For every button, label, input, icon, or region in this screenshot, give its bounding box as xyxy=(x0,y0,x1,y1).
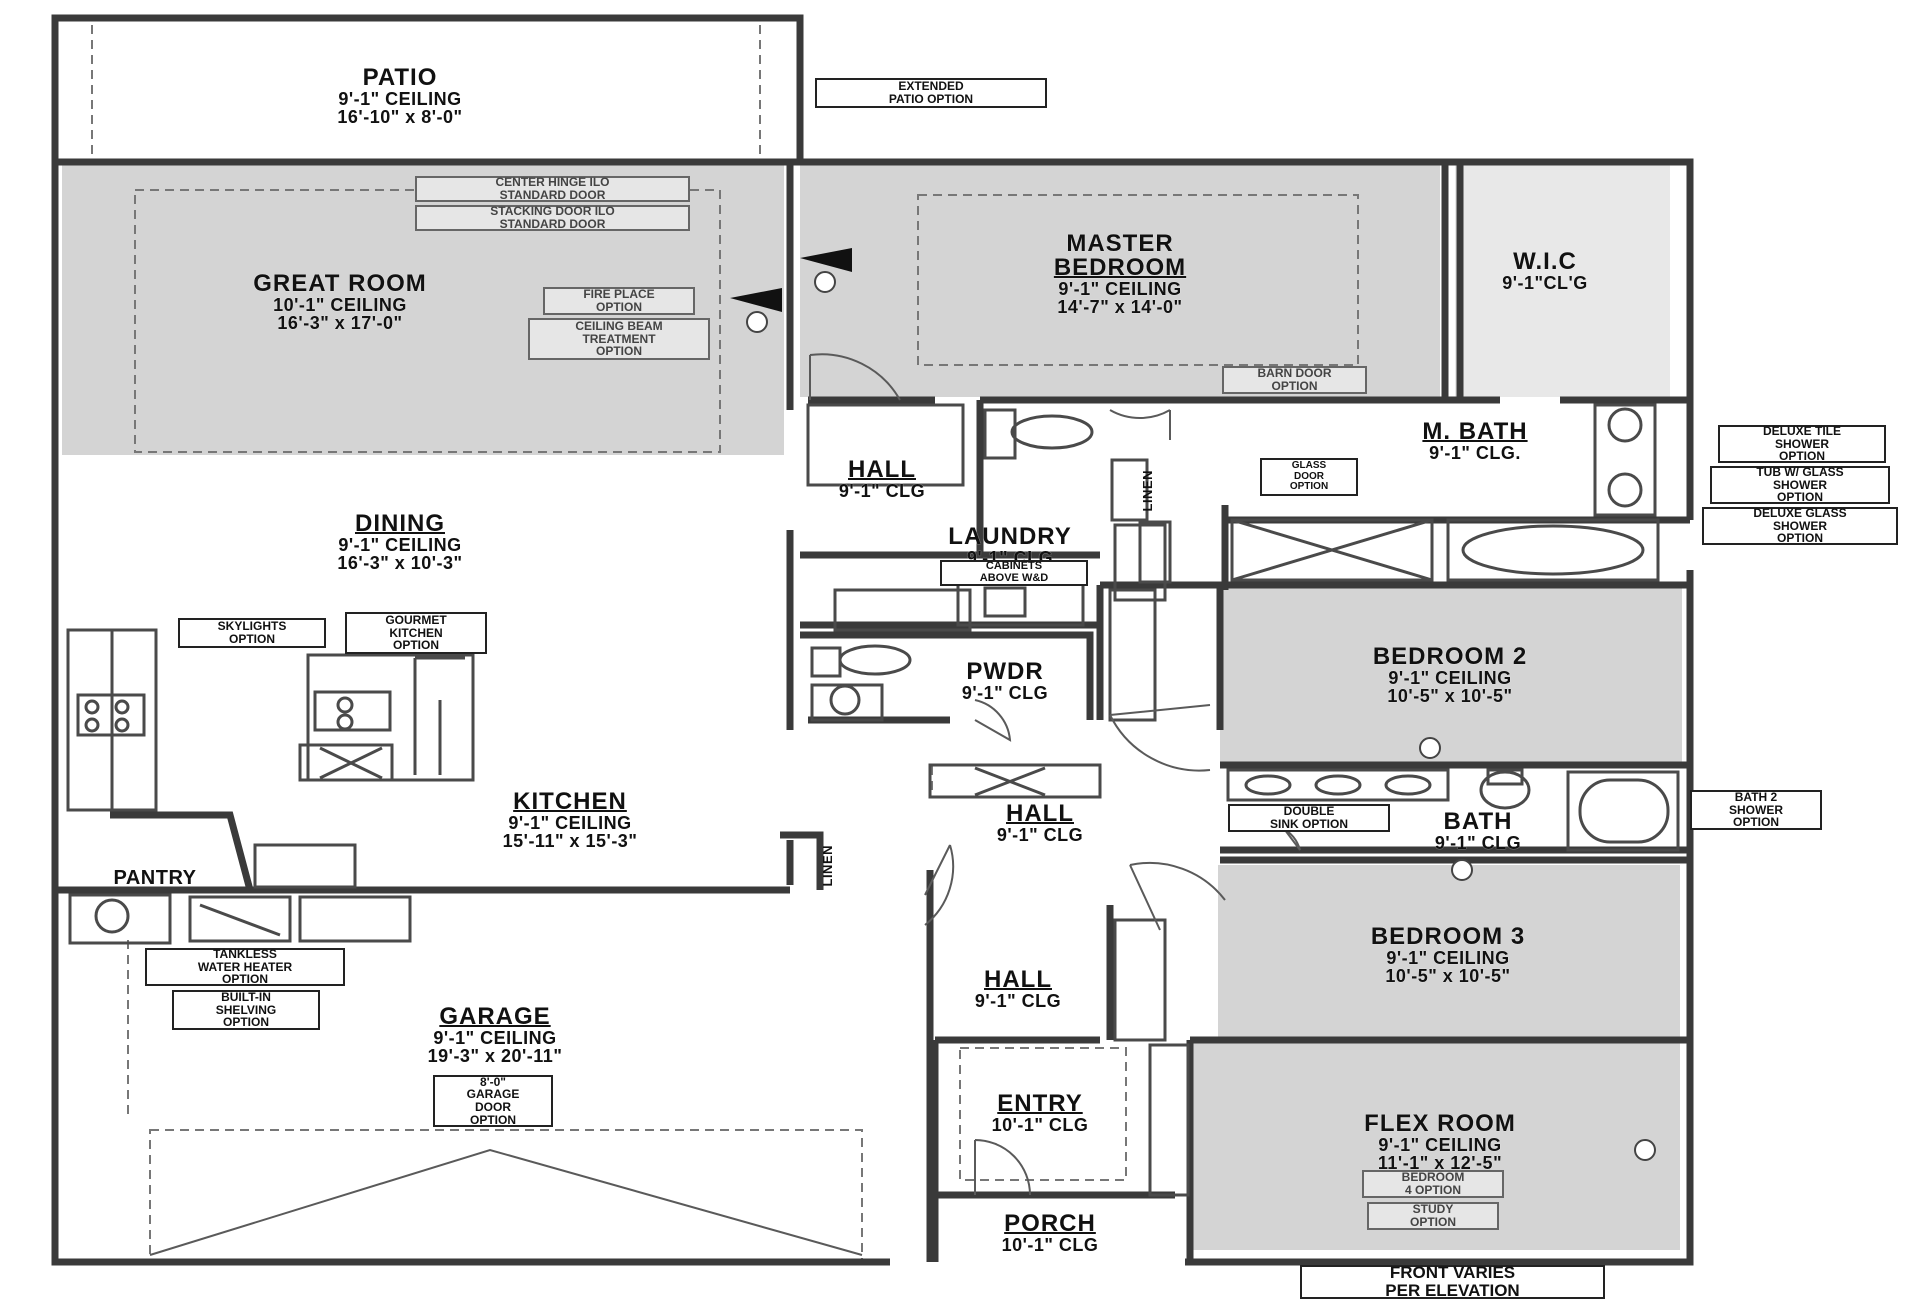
deluxe-glass-shower-option[interactable]: DELUXE GLASS SHOWER OPTION xyxy=(1702,507,1898,545)
fixtures xyxy=(66,403,1680,1197)
bedroom-4-option[interactable]: BEDROOM 4 OPTION xyxy=(1362,1170,1504,1198)
bath-2-shower-option[interactable]: BATH 2 SHOWER OPTION xyxy=(1690,790,1822,830)
stacking-door-option[interactable]: STACKING DOOR ILO STANDARD DOOR xyxy=(415,205,690,231)
walls xyxy=(51,14,1694,1266)
ceiling-dots xyxy=(746,271,1656,1161)
extended-patio-option[interactable]: EXTENDED PATIO OPTION xyxy=(815,78,1047,108)
barn-door-option[interactable]: BARN DOOR OPTION xyxy=(1222,366,1367,394)
fireplace-markers xyxy=(730,248,852,312)
garage-door-option[interactable]: 8'-0" GARAGE DOOR OPTION xyxy=(433,1075,553,1127)
front-varies-note: FRONT VARIES PER ELEVATION xyxy=(1300,1264,1605,1299)
fire-place-option[interactable]: FIRE PLACE OPTION xyxy=(543,287,695,315)
skylights-option[interactable]: SKYLIGHTS OPTION xyxy=(178,618,326,648)
tub-glass-shower-option[interactable]: TUB W/ GLASS SHOWER OPTION xyxy=(1710,466,1890,504)
study-option[interactable]: STUDY OPTION xyxy=(1367,1202,1499,1230)
cabinets-above-wd-option[interactable]: CABINETS ABOVE W&D xyxy=(940,560,1088,586)
built-in-shelving-option[interactable]: BUILT-IN SHELVING OPTION xyxy=(172,990,320,1030)
tankless-water-heater-option[interactable]: TANKLESS WATER HEATER OPTION xyxy=(145,948,345,986)
glass-door-option[interactable]: GLASS DOOR OPTION xyxy=(1260,458,1358,496)
deluxe-tile-shower-option[interactable]: DELUXE TILE SHOWER OPTION xyxy=(1718,425,1886,463)
door-swings xyxy=(149,353,1301,1256)
double-sink-option[interactable]: DOUBLE SINK OPTION xyxy=(1228,804,1390,832)
gourmet-kitchen-option[interactable]: GOURMET KITCHEN OPTION xyxy=(345,612,487,654)
center-hinge-option[interactable]: CENTER HINGE ILO STANDARD DOOR xyxy=(415,176,690,202)
room-fills xyxy=(62,165,1682,1250)
ceiling-beam-option[interactable]: CEILING BEAM TREATMENT OPTION xyxy=(528,318,710,360)
